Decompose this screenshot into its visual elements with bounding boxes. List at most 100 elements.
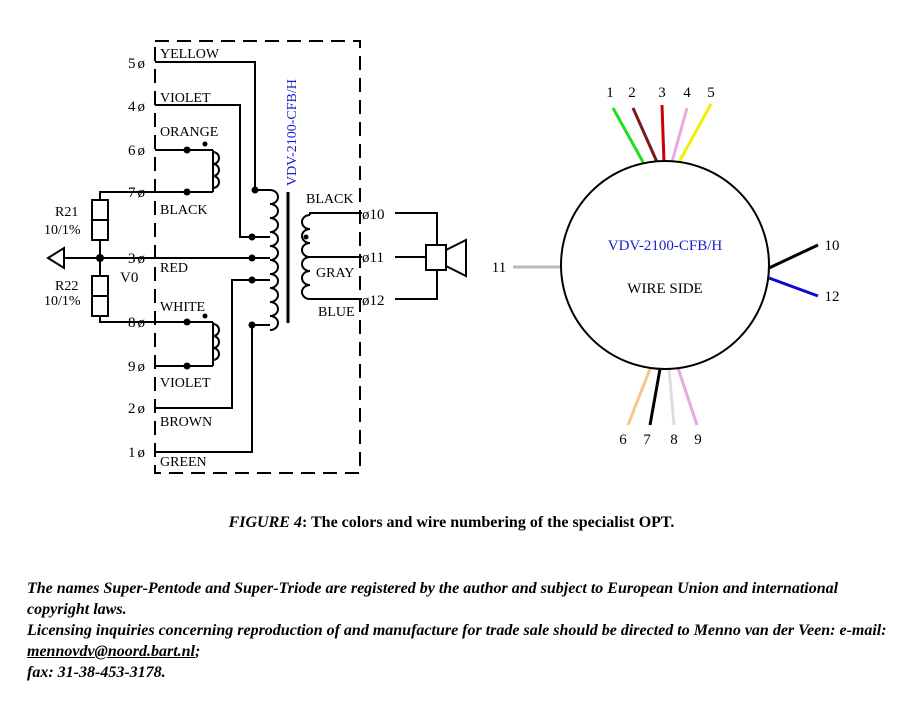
wire-lead-4 — [670, 107, 689, 163]
terminal-num: 3 — [128, 251, 136, 267]
wire-number-5: 5 — [707, 85, 715, 101]
bobbin-circle — [560, 160, 770, 370]
notice-line-1: The names Super-Pentode and Super-Triode… — [27, 580, 839, 618]
svg-text:7ø: 7ø — [128, 185, 145, 201]
notice-line-2: Licensing inquiries concerning reproduct… — [27, 620, 887, 662]
terminal-symbol: ø — [138, 143, 146, 159]
terminal-num: 11 — [370, 250, 384, 266]
wire-number-1: 1 — [606, 85, 614, 101]
wire-color-label: GRAY — [316, 266, 354, 281]
wire-number-2: 2 — [628, 85, 636, 101]
wire-number-10: 10 — [825, 238, 840, 254]
wire-lead-3 — [660, 104, 666, 163]
terminal-symbol: ø — [138, 445, 146, 461]
wire-color-label: RED — [160, 261, 188, 276]
figure-number: FIGURE 4 — [228, 514, 302, 531]
right-terminal-labels: BLACK ø10 GRAY ø11 BLUE ø12 — [306, 192, 385, 320]
wire-lead-1 — [611, 107, 645, 163]
svg-text:5ø: 5ø — [128, 56, 145, 72]
terminal-symbol: ø — [138, 99, 146, 115]
resistor-value: 10/1% — [44, 223, 81, 238]
wire-color-label: GREEN — [160, 455, 207, 470]
svg-text:ø11: ø11 — [362, 250, 384, 266]
wire-side-model: VDV-2100-CFB/H — [608, 238, 723, 254]
copyright-notice: The names Super-Pentode and Super-Triode… — [27, 578, 887, 683]
wire-number-11: 11 — [492, 260, 506, 276]
wire-lead-8 — [667, 368, 676, 426]
svg-text:2ø: 2ø — [128, 401, 145, 417]
primary-winding — [269, 189, 279, 331]
terminal-num: 9 — [128, 359, 136, 375]
wire-lead-7 — [648, 368, 662, 426]
terminal-symbol: ø — [138, 185, 146, 201]
transformer-model-label: VDV-2100-CFB/H — [285, 79, 300, 186]
wire-lead-5 — [676, 103, 713, 165]
speaker-magnet — [425, 244, 447, 271]
terminal-num: 2 — [128, 401, 136, 417]
terminal-symbol: ø — [138, 359, 146, 375]
terminal-num: 6 — [128, 143, 136, 159]
resistor-name: R22 — [55, 279, 78, 294]
svg-text:1ø: 1ø — [128, 445, 145, 461]
resistor-name: R21 — [55, 205, 78, 220]
wire-number-3: 3 — [658, 85, 666, 101]
wire-color-label: BROWN — [160, 415, 212, 430]
terminal-symbol: ø — [362, 293, 370, 309]
svg-text:ø10: ø10 — [362, 207, 385, 223]
svg-text:3ø: 3ø — [128, 251, 145, 267]
svg-text:8ø: 8ø — [128, 315, 145, 331]
wire-number-6: 6 — [619, 432, 627, 448]
junction-dots — [183, 141, 309, 370]
terminal-num: 7 — [128, 185, 136, 201]
node-label: V0 — [120, 270, 138, 286]
terminal-symbol: ø — [138, 56, 146, 72]
terminal-symbol: ø — [138, 315, 146, 331]
wire-lead-6 — [626, 368, 652, 426]
wire-lead-10 — [768, 243, 819, 270]
email-link[interactable]: mennovdv@noord.bart.nl — [27, 643, 195, 660]
terminal-num: 8 — [128, 315, 136, 331]
wire-side-label: WIRE SIDE — [627, 281, 702, 297]
svg-text:9ø: 9ø — [128, 359, 145, 375]
wire-color-label: WHITE — [160, 300, 205, 315]
wire-color-label: YELLOW — [160, 47, 220, 62]
secondary-winding — [301, 212, 362, 300]
terminal-num: 12 — [370, 293, 385, 309]
wire-number-9: 9 — [694, 432, 702, 448]
speaker-wiring — [395, 212, 438, 300]
notice-licensing-text: Licensing inquiries concerning reproduct… — [27, 622, 887, 639]
terminal-num: 4 — [128, 99, 136, 115]
svg-text:6ø: 6ø — [128, 143, 145, 159]
wire-color-label: BLUE — [318, 305, 355, 320]
wire-leads — [513, 103, 819, 426]
wire-number-8: 8 — [670, 432, 678, 448]
terminal-num: 10 — [370, 207, 385, 223]
resistor-value: 10/1% — [44, 294, 81, 309]
terminal-symbol: ø — [362, 250, 370, 266]
caption-text: : The colors and wire numbering of the s… — [301, 514, 675, 531]
notice-semicolon: ; — [195, 643, 201, 660]
wire-lead-9 — [676, 367, 699, 426]
aux-coils — [212, 151, 220, 361]
wire-lead-2 — [631, 107, 659, 163]
wire-lead-12 — [768, 276, 819, 298]
figure-caption: FIGURE 4: The colors and wire numbering … — [0, 514, 903, 532]
terminal-symbol: ø — [362, 207, 370, 223]
terminal-symbol: ø — [138, 401, 146, 417]
terminal-num: 5 — [128, 56, 136, 72]
v0-node — [96, 254, 104, 262]
wire-number-12: 12 — [825, 289, 840, 305]
wire-color-label: BLACK — [160, 203, 207, 218]
wire-number-4: 4 — [683, 85, 691, 101]
resistor-network — [46, 191, 155, 323]
wire-color-label: VIOLET — [160, 376, 211, 391]
notice-fax: fax: 31-38-453-3178. — [27, 664, 166, 681]
wire-color-label: VIOLET — [160, 91, 211, 106]
wire-number-7: 7 — [643, 432, 651, 448]
speaker-cone — [445, 238, 467, 278]
wire-color-label: ORANGE — [160, 125, 218, 140]
